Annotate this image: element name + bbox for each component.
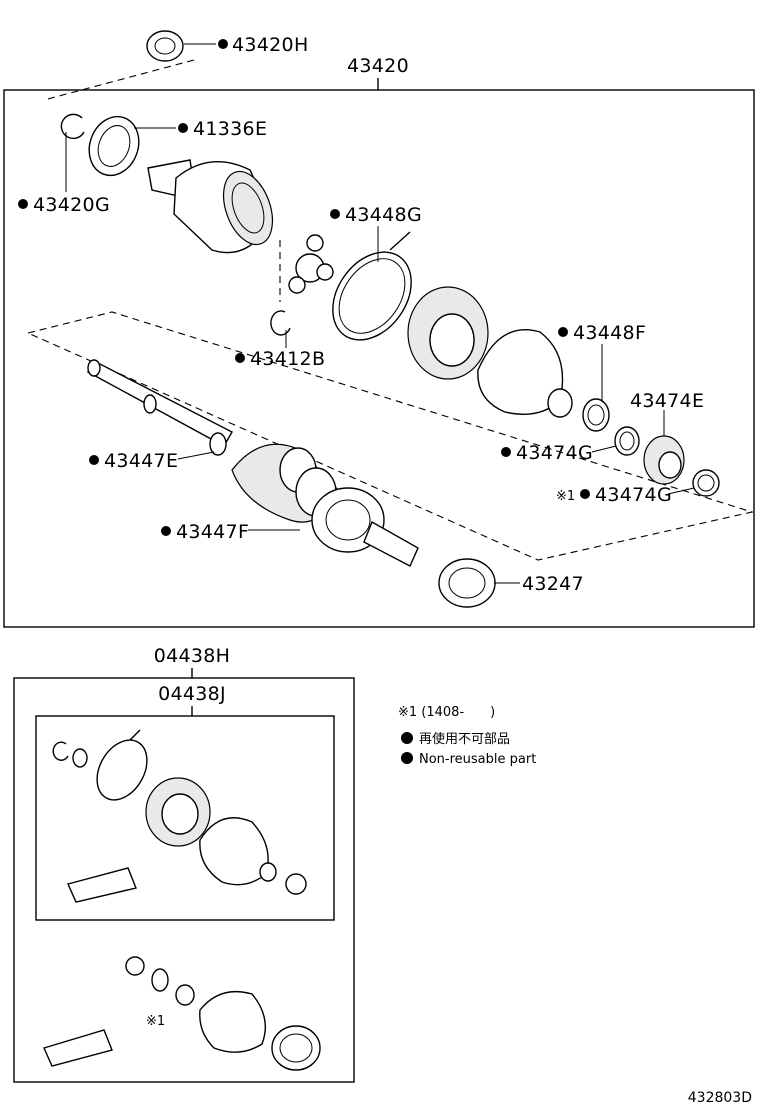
label-43448G: 43448G (345, 204, 422, 226)
inner-joint-dashed-link (43, 59, 195, 101)
nonreusable-dot-43474G-upper (501, 447, 511, 457)
legend-note1: ※1 (1408- ) (398, 705, 495, 720)
ring-43474G-upper (614, 426, 640, 456)
leader-43474G-lower (667, 487, 695, 495)
inner-joint-housing (147, 159, 274, 254)
label-43247: 43247 (522, 573, 584, 595)
label-43447F: 43447F (176, 521, 249, 543)
legend-nonreusable-jp: 再使用不可部品 (419, 731, 510, 747)
label-43412B: 43412B (250, 348, 325, 370)
label-43474G-lower: 43474G (595, 484, 672, 506)
kit-note-mark: ※1 (146, 1014, 165, 1029)
nonreusable-dot-43420H (218, 39, 228, 49)
nonreusable-dot-43447E (89, 455, 99, 465)
boot-clamp-43448F (582, 398, 610, 432)
outer-joint-and-boot (231, 443, 419, 567)
label-43474E: 43474E (630, 390, 704, 412)
label-43420H: 43420H (232, 34, 309, 56)
outer-joint-dashed-outline (26, 311, 755, 561)
boot-clamp-43448G (332, 231, 412, 341)
label-41336E: 41336E (193, 118, 267, 140)
label-43420G: 43420G (33, 194, 110, 216)
nonreusable-dot-43448F (558, 327, 568, 337)
assembly-label: 43420 (347, 55, 409, 77)
assembly-frame (3, 89, 755, 628)
kit-inner-frame (35, 715, 335, 921)
drawing-id: 432803D (688, 1090, 752, 1106)
nonreusable-dot-41336E (178, 123, 188, 133)
note-mark-43474G-lower: ※1 (556, 489, 575, 504)
nonreusable-dot-43447F (161, 526, 171, 536)
kit-outer-label: 04438H (154, 645, 231, 667)
nonreusable-dot-43448G (330, 209, 340, 219)
kit-outer-contents (43, 956, 321, 1071)
ring-43474G-lower (692, 469, 720, 497)
nonreusable-dot-43412B (235, 353, 245, 363)
inner-boot (407, 286, 573, 418)
legend-dot-en (401, 752, 413, 764)
kit-outer-frame (13, 677, 355, 1083)
seal-ring-41336E (88, 115, 140, 177)
legend-dot-jp (401, 732, 413, 744)
snap-ring-43412B (270, 310, 291, 336)
seal-43247 (438, 558, 496, 608)
tripod-joint (288, 234, 334, 294)
kit-inner-label: 04438J (158, 683, 226, 705)
oil-seal-43420H (146, 30, 184, 62)
leader-43447E (177, 451, 215, 460)
dynamic-damper-43474E (643, 435, 685, 485)
legend-nonreusable-en: Non-reusable part (419, 752, 536, 767)
label-43448F: 43448F (573, 322, 646, 344)
nonreusable-dot-43474G-lower (580, 489, 590, 499)
leader-43474G-upper (591, 445, 617, 453)
label-43447E: 43447E (104, 450, 178, 472)
snap-ring-43420G (60, 113, 85, 139)
drive-shaft (86, 359, 233, 456)
label-43474G-upper: 43474G (516, 442, 593, 464)
kit-inner-contents (52, 729, 307, 903)
nonreusable-dot-43420G (18, 199, 28, 209)
